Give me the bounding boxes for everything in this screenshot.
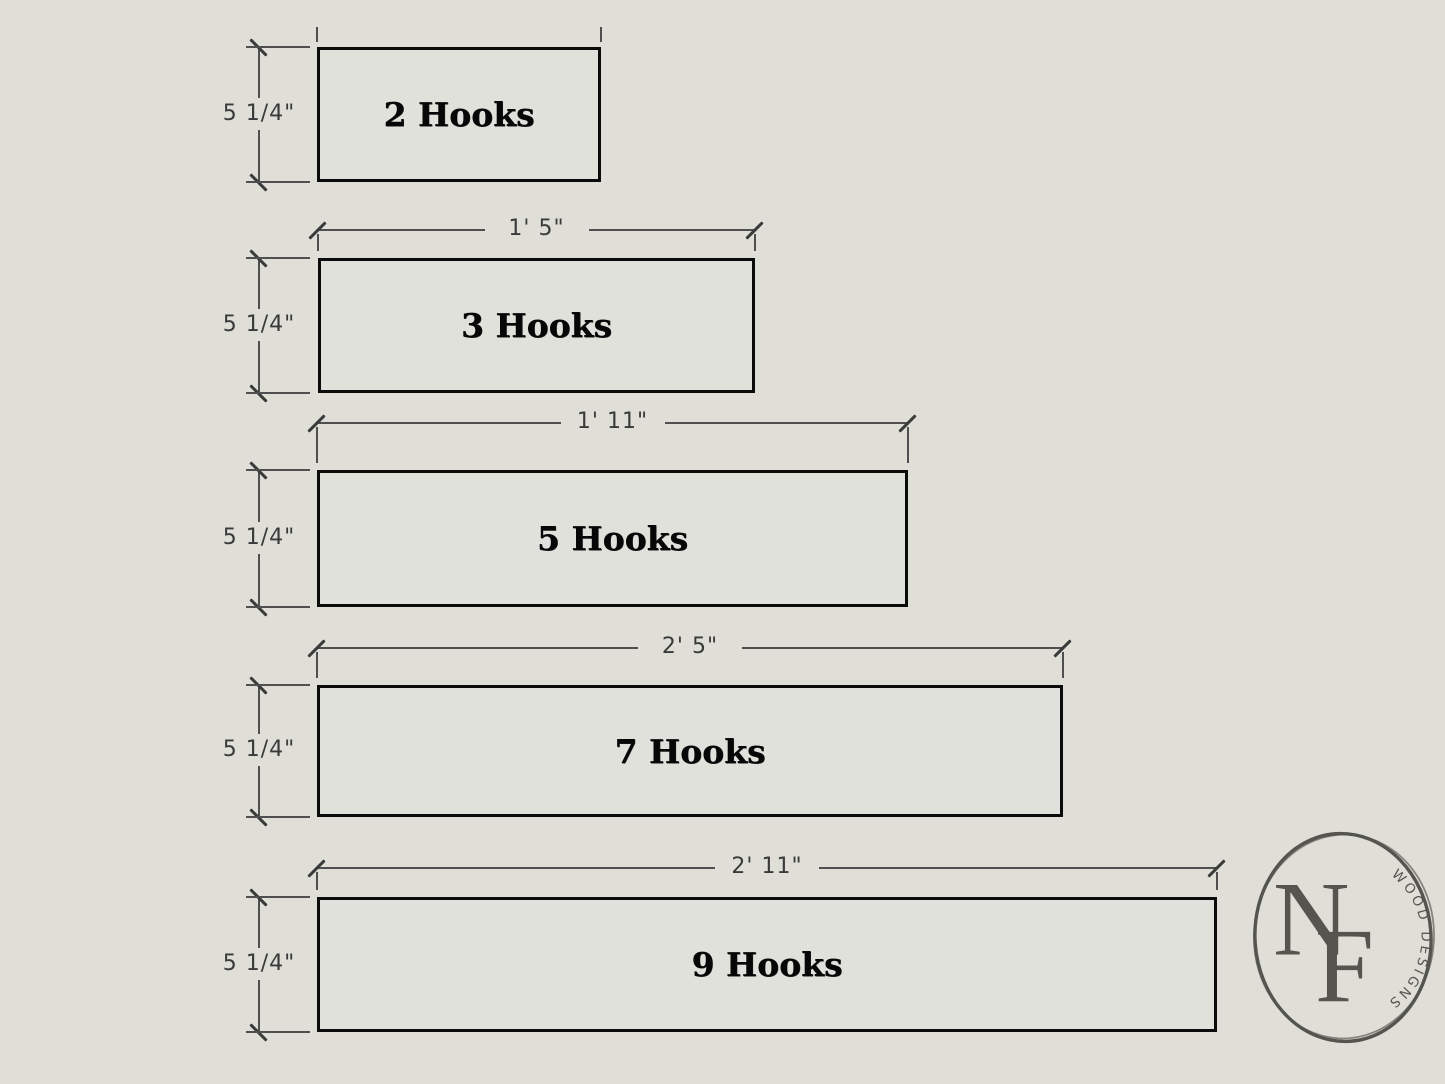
rack-label: 2 Hooks	[383, 95, 535, 134]
rack-outline: 7 Hooks	[317, 685, 1063, 817]
width-dimension-line	[317, 422, 908, 424]
extension-line	[754, 234, 756, 251]
width-dimension-line	[317, 867, 1217, 869]
rack-label: 7 Hooks	[614, 731, 766, 771]
width-dimension-line	[317, 647, 1063, 649]
dimension-tick-icon	[898, 414, 917, 433]
rack-outline: 2 Hooks	[317, 47, 601, 182]
rack-outline: 5 Hooks	[317, 470, 908, 607]
dimension-tick-icon	[249, 1023, 268, 1042]
rack-outline: 3 Hooks	[318, 258, 755, 393]
logo-circle-sketch	[1253, 833, 1435, 1040]
extension-line	[907, 427, 909, 463]
height-dimension-label: 5 1/4"	[213, 308, 305, 341]
dimension-tick-icon	[307, 639, 326, 658]
height-dimension-line	[258, 897, 260, 1032]
dimension-tick-icon	[1053, 639, 1072, 658]
height-dimension-label: 5 1/4"	[213, 97, 305, 130]
logo-circle	[1253, 831, 1433, 1044]
dimension-tick-icon	[307, 859, 326, 878]
rack-label: 3 Hooks	[460, 306, 613, 345]
extension-line	[246, 606, 310, 608]
width-dimension-label: 2' 5"	[638, 632, 742, 662]
height-dimension-label: 5 1/4"	[213, 947, 305, 980]
height-dimension-line	[258, 685, 260, 817]
extension-line	[246, 257, 310, 259]
logo-graphic: N F WOOD DESIGNS	[1253, 831, 1435, 1044]
width-dimension-label: 1' 5"	[484, 214, 589, 244]
logo-arc-text-wrap: WOOD DESIGNS	[1384, 866, 1434, 1012]
dimension-tick-icon	[249, 384, 268, 403]
extension-line	[600, 27, 602, 42]
dimension-tick-icon	[249, 808, 268, 827]
height-dimension-label: 5 1/4"	[213, 734, 305, 766]
extension-line	[246, 469, 310, 471]
height-dimension-label: 5 1/4"	[213, 521, 305, 554]
extension-line	[317, 234, 319, 251]
dimension-tick-icon	[249, 38, 268, 57]
extension-line	[316, 872, 318, 890]
height-dimension-line	[258, 470, 260, 607]
extension-line	[246, 46, 310, 48]
extension-line	[246, 392, 310, 394]
extension-line	[316, 27, 318, 42]
nf-wood-designs-logo: N F WOOD DESIGNS	[1247, 825, 1443, 1051]
extension-line	[316, 427, 318, 463]
dimension-tick-icon	[249, 173, 268, 192]
rack-label: 9 Hooks	[691, 945, 843, 984]
dimension-tick-icon	[308, 221, 327, 240]
dimension-tick-icon	[745, 221, 764, 240]
height-dimension-line	[258, 47, 260, 182]
logo-letter-n: N	[1273, 861, 1350, 978]
dimension-tick-icon	[307, 414, 326, 433]
extension-line	[246, 684, 310, 686]
dimension-tick-icon	[249, 249, 268, 268]
width-dimension-label: 2' 11"	[715, 852, 819, 882]
extension-line	[1062, 652, 1064, 678]
dimension-tick-icon	[249, 461, 268, 480]
extension-line	[246, 896, 310, 898]
dimension-tick-icon	[249, 888, 268, 907]
extension-line	[316, 652, 318, 678]
width-dimension-line	[318, 229, 755, 231]
rack-outline: 9 Hooks	[317, 897, 1217, 1032]
logo-arc-text: WOOD DESIGNS	[1384, 866, 1430, 1012]
dimension-tick-icon	[1207, 859, 1226, 878]
extension-line	[246, 1031, 310, 1033]
rack-label: 5 Hooks	[536, 519, 689, 558]
width-dimension-label: 1' 11"	[560, 407, 665, 437]
extension-line	[1216, 872, 1218, 890]
logo-letter-f: F	[1315, 908, 1374, 1025]
extension-line	[246, 816, 310, 818]
height-dimension-line	[258, 258, 260, 393]
dimension-tick-icon	[249, 598, 268, 617]
extension-line	[246, 181, 310, 183]
dimension-tick-icon	[249, 676, 268, 695]
